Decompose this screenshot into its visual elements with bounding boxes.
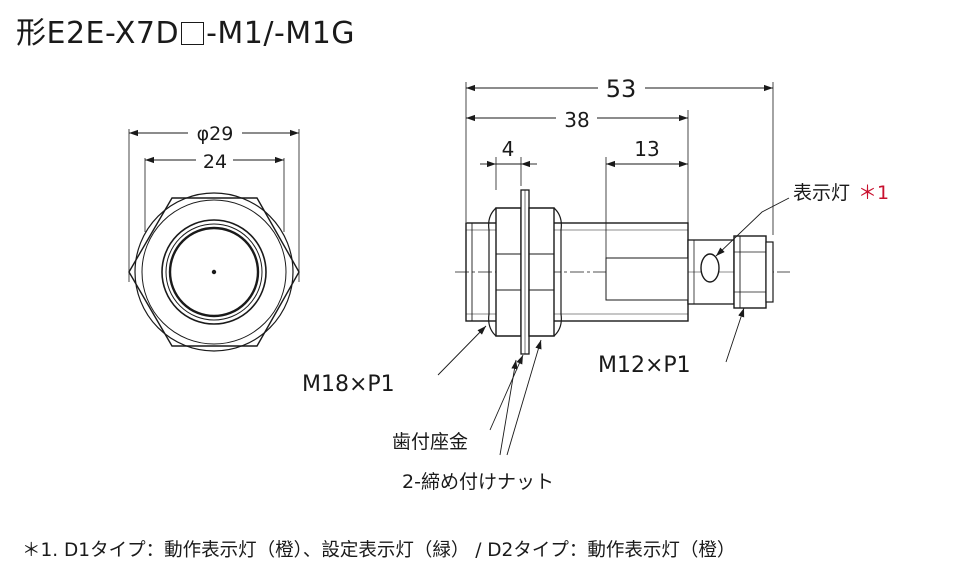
indicator-label-text: 表示灯 xyxy=(793,182,850,204)
footnote-mark: ＊1. xyxy=(22,540,59,561)
front-body-ring-mid xyxy=(165,223,263,321)
body-flat-area xyxy=(605,257,689,301)
m18-leader xyxy=(437,325,487,376)
dim-38-label: 38 xyxy=(564,108,589,132)
rear-nut xyxy=(528,207,555,337)
m12-thread-label: M12×P1 xyxy=(598,353,691,378)
side-view xyxy=(437,82,790,456)
nut-leader-rear xyxy=(506,339,542,456)
front-nut-chamfer-circle xyxy=(134,192,294,352)
m18-thread-label: M18×P1 xyxy=(302,372,395,397)
dim-4-label: 4 xyxy=(502,137,515,161)
title-suffix: -M1/-M1G xyxy=(206,16,356,51)
tightening-nuts-label: 2-締め付けナット xyxy=(402,471,554,493)
front-sensing-face xyxy=(168,226,260,318)
front-hex-nut xyxy=(128,197,300,347)
m12-connector-end xyxy=(765,241,774,303)
front-view xyxy=(128,129,300,352)
front-dim-29-label: φ29 xyxy=(197,123,234,145)
title-prefix: 形E2E-X7D xyxy=(16,16,180,51)
variant-box-symbol xyxy=(181,22,205,45)
dim-13-label: 13 xyxy=(634,137,659,161)
front-washer-circle xyxy=(141,199,287,345)
front-nut xyxy=(495,207,522,337)
front-nut-chamfer xyxy=(488,207,497,337)
toothed-washer-label: 歯付座金 xyxy=(392,431,468,453)
indicator-leader xyxy=(715,197,790,257)
rear-nut-chamfer xyxy=(553,207,562,337)
nut-leader-front xyxy=(499,359,518,456)
dim-53-label: 53 xyxy=(606,75,637,103)
front-dim-24-label: 24 xyxy=(203,151,227,173)
front-body-ring-outer xyxy=(161,219,267,325)
page-title: 形E2E-X7D -M1/-M1G xyxy=(16,8,355,52)
front-center-point xyxy=(211,269,217,275)
m12-connector xyxy=(733,235,767,309)
footnote-text: D1タイプ：動作表示灯（橙）、設定表示灯（緑） / D2タイプ：動作表示灯（橙） xyxy=(64,540,736,561)
indicator-mark: ＊1 xyxy=(858,182,889,204)
footnote: ＊1. D1タイプ：動作表示灯（橙）、設定表示灯（緑） / D2タイプ：動作表示… xyxy=(22,536,735,562)
indicator-window xyxy=(700,253,720,283)
m12-leader xyxy=(725,307,745,363)
indicator-label: 表示灯 ＊1 xyxy=(793,182,889,204)
